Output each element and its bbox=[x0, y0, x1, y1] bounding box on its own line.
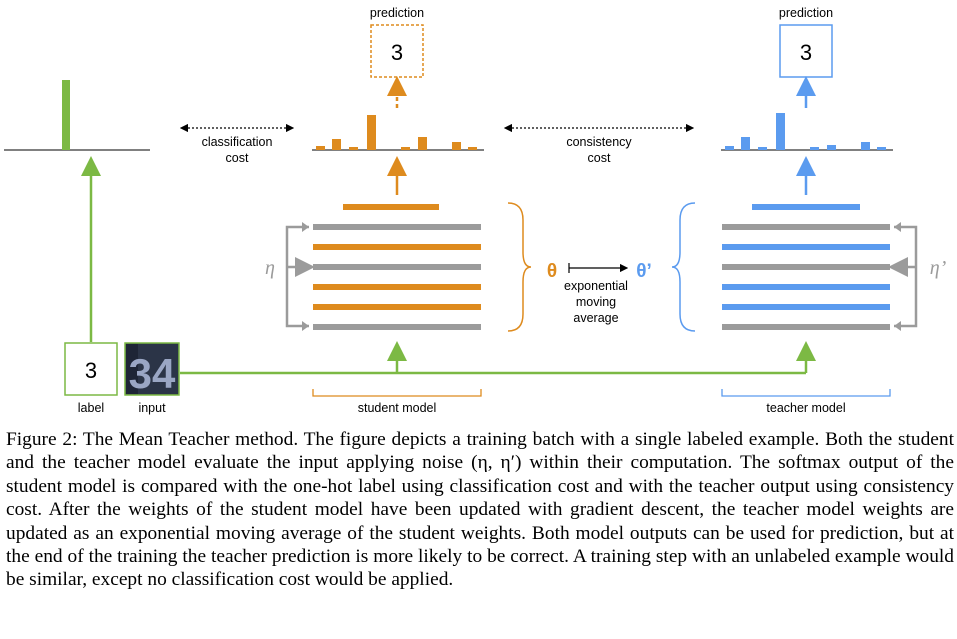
teacher-prediction-box bbox=[779, 24, 833, 78]
teacher-brace bbox=[671, 202, 696, 332]
input-paths bbox=[81, 156, 816, 375]
classification-cost-arrow: classification cost bbox=[179, 123, 295, 165]
student-layer-3 bbox=[313, 264, 481, 270]
teacher-layer-3 bbox=[722, 264, 890, 270]
teacher-model-layers bbox=[722, 204, 890, 330]
student-model-label: student model bbox=[358, 401, 437, 415]
figure-caption: Figure 2: The Mean Teacher method. The f… bbox=[6, 428, 954, 592]
caption-text: The Mean Teacher method. The figure depi… bbox=[6, 429, 954, 591]
student-brace bbox=[507, 202, 532, 332]
teacher-layer-4 bbox=[722, 284, 890, 290]
one-hot-bar bbox=[62, 80, 70, 150]
ema-label-line3: average bbox=[573, 311, 618, 325]
teacher-noise-bracket: η’ bbox=[888, 222, 947, 331]
theta-student: θ bbox=[547, 261, 557, 282]
teacher-layer-1 bbox=[722, 224, 890, 230]
teacher-prediction-value: 3 bbox=[800, 40, 812, 65]
student-prediction-value: 3 bbox=[391, 40, 403, 65]
student-model-layers bbox=[313, 204, 481, 330]
student-layer-1 bbox=[313, 224, 481, 230]
label-box-value: 3 bbox=[85, 358, 97, 383]
input-digits: 34 bbox=[129, 350, 176, 397]
student-softmax-plot bbox=[312, 115, 484, 151]
eta-student: η bbox=[265, 257, 275, 279]
student-layer-6 bbox=[313, 324, 481, 330]
caption-label: Figure 2: bbox=[6, 429, 78, 450]
teacher-model-label: teacher model bbox=[766, 401, 845, 415]
consistency-cost-label-line2: cost bbox=[588, 151, 611, 165]
teacher-softmax-plot bbox=[721, 113, 893, 151]
classification-cost-label-line2: cost bbox=[226, 151, 249, 165]
student-top-layer bbox=[343, 204, 439, 210]
student-layer-4 bbox=[313, 284, 481, 290]
label-box bbox=[64, 342, 118, 396]
teacher-layer-6 bbox=[722, 324, 890, 330]
input-caption: input bbox=[138, 401, 166, 415]
ema-label-line2: moving bbox=[576, 295, 616, 309]
label-one-hot-plot bbox=[4, 80, 150, 151]
student-noise-bracket: η bbox=[265, 222, 315, 331]
teacher-layer-5 bbox=[722, 304, 890, 310]
ema-label-line1: exponential bbox=[564, 279, 628, 293]
ema-update: θ θ’ exponential moving average bbox=[547, 261, 652, 325]
student-prediction-label: prediction bbox=[370, 6, 424, 20]
student-layer-2 bbox=[313, 244, 481, 250]
mean-teacher-diagram: classification cost consistency cost pre… bbox=[4, 6, 947, 415]
theta-teacher: θ’ bbox=[636, 261, 652, 282]
label-caption: label bbox=[78, 401, 104, 415]
teacher-prediction-label: prediction bbox=[779, 6, 833, 20]
consistency-cost-arrow: consistency cost bbox=[503, 123, 695, 165]
eta-teacher: η’ bbox=[930, 257, 947, 279]
teacher-model-bracket bbox=[721, 389, 891, 397]
input-image: 34 bbox=[124, 342, 180, 397]
teacher-top-layer bbox=[752, 204, 860, 210]
classification-cost-label-line1: classification bbox=[202, 135, 273, 149]
student-prediction-box bbox=[370, 24, 424, 78]
student-layer-5 bbox=[313, 304, 481, 310]
teacher-layer-2 bbox=[722, 244, 890, 250]
student-model-bracket bbox=[312, 389, 482, 397]
consistency-cost-label-line1: consistency bbox=[566, 135, 632, 149]
